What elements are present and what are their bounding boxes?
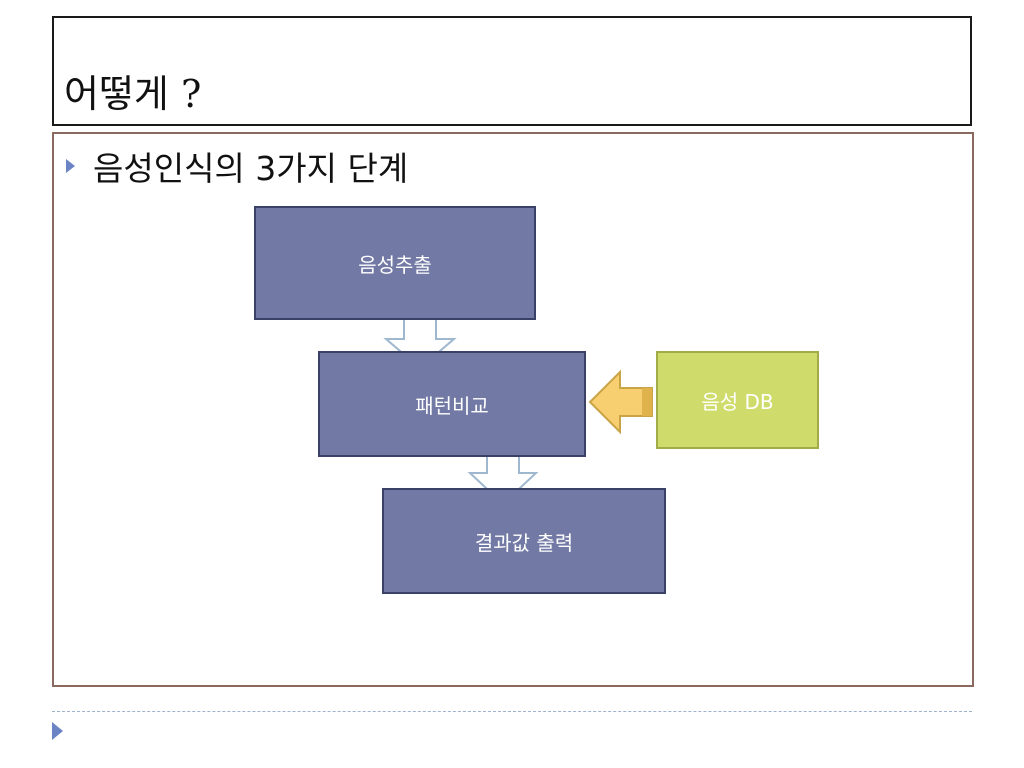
slide-title: 어떻게 ? [64,72,202,116]
node-output: 결과값 출력 [382,488,666,594]
node-output-label: 결과값 출력 [474,530,574,555]
node-db: 음성 DB [656,351,819,449]
node-db-label: 음성 DB [701,389,774,414]
node-extract: 음성추출 [254,206,536,320]
title-box: 어떻게 ? [52,16,972,126]
node-compare-label: 패턴비교 [415,393,489,418]
bullet-row: 음성인식의 3가지 단계 [62,142,408,190]
node-extract-label: 음성추출 [358,252,432,277]
footer-divider [52,711,972,712]
footer-arrow-icon [52,722,63,740]
arrow-tail-shade [642,388,652,416]
node-compare: 패턴비교 [318,351,586,457]
bullet-text: 음성인식의 3가지 단계 [93,149,409,188]
bullet-arrow-icon [66,159,75,173]
